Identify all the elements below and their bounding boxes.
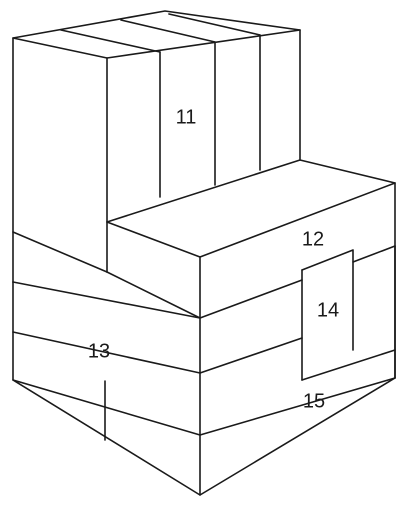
block-label-12: 12 — [302, 228, 324, 250]
block-labels: 11 12 13 14 15 — [88, 106, 339, 412]
outline-edges — [12, 10, 396, 496]
block-label-14: 14 — [317, 299, 339, 321]
block-label-11: 11 — [176, 106, 197, 128]
block-label-13: 13 — [88, 340, 110, 362]
block-label-15: 15 — [303, 390, 325, 412]
